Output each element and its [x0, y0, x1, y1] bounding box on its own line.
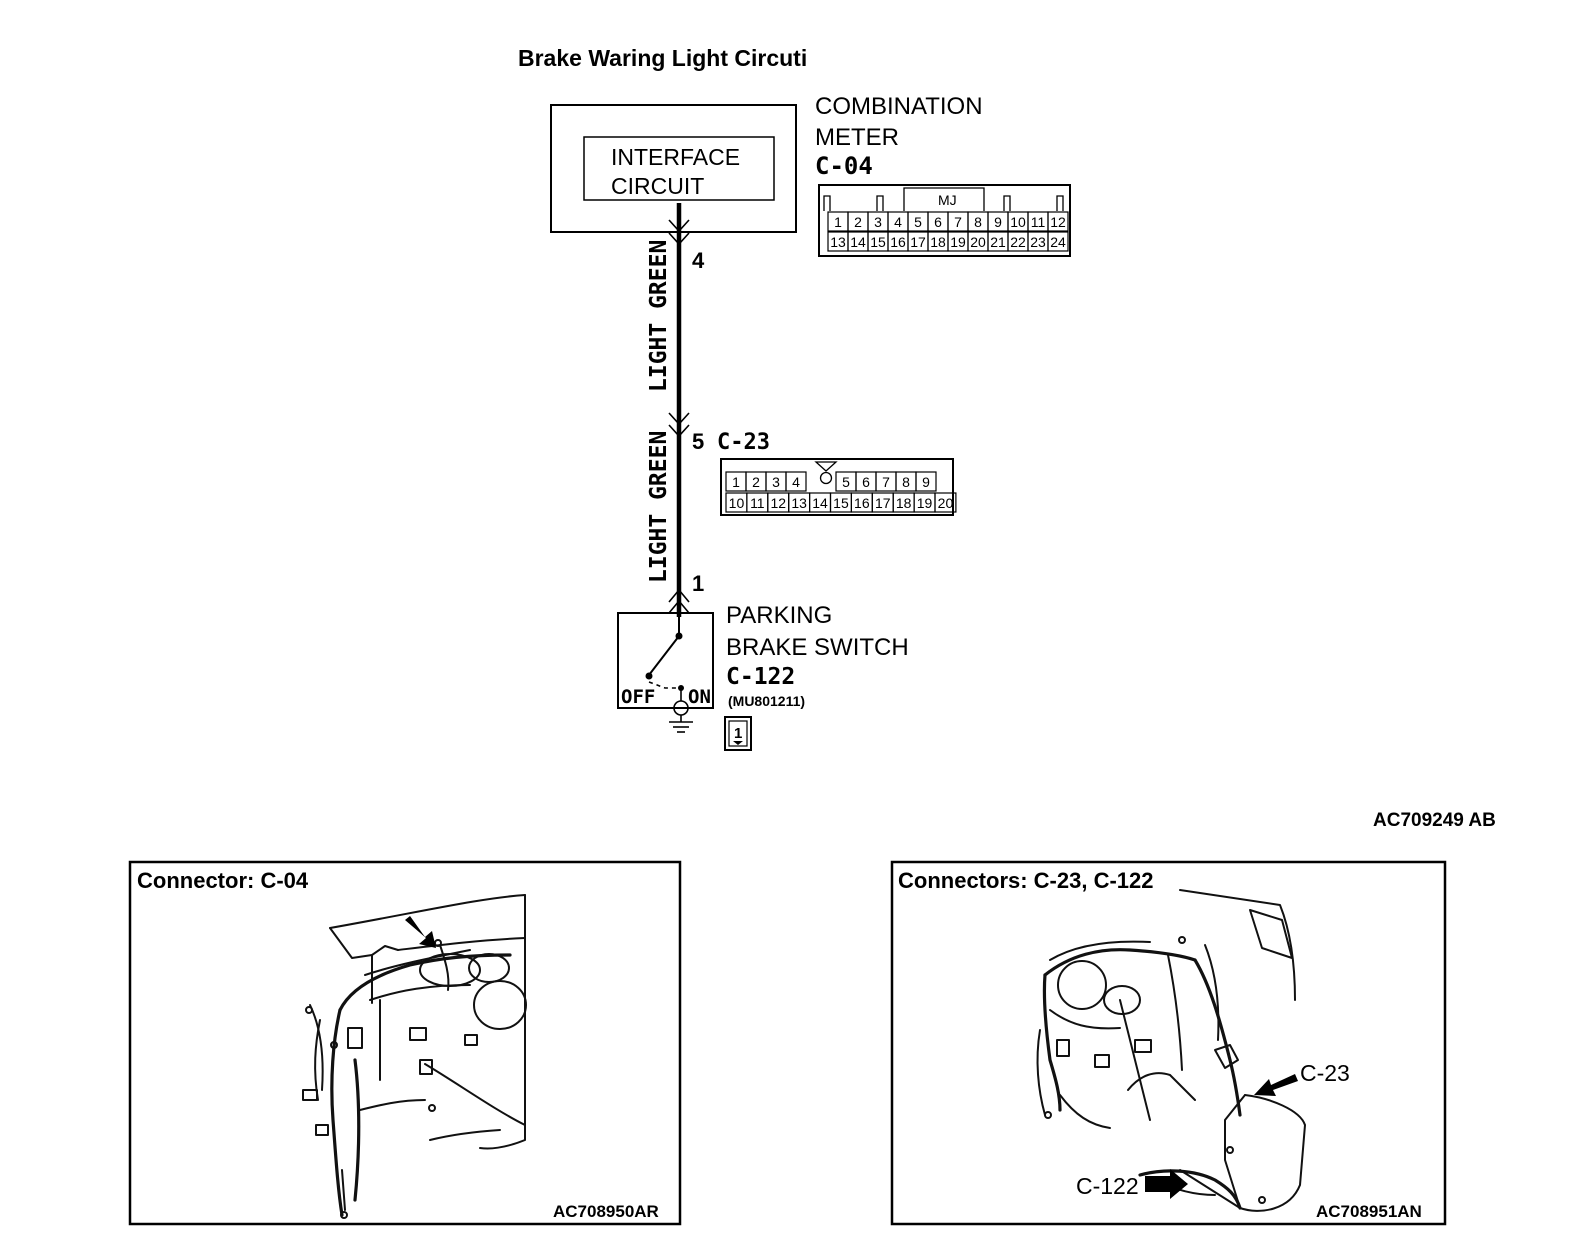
arrow-to-c04	[405, 916, 436, 948]
c04-pin-number: 9	[994, 214, 1002, 230]
pin-5-arrow-marks	[668, 412, 690, 438]
c04-pin-number: 18	[930, 234, 946, 250]
c04-pin-number: 24	[1050, 234, 1066, 250]
c04-pin-number: 15	[870, 234, 886, 250]
c04-pin-number: 13	[830, 234, 846, 250]
pin-1-arrow-marks	[668, 588, 690, 614]
interface-label-line2: CIRCUIT	[611, 173, 704, 199]
label-c23: C-23	[1300, 1060, 1350, 1086]
c04-pin-number: 17	[910, 234, 926, 250]
dashboard-illustration-right	[1036, 889, 1306, 1212]
c23-pin-number: 15	[833, 495, 849, 511]
c04-pin-number: 7	[954, 214, 962, 230]
connector-c04-tag: MJ	[938, 192, 957, 208]
c04-pin-number: 3	[874, 214, 882, 230]
parking-brake-connector-id: C-122	[726, 664, 795, 690]
c23-pin-number: 11	[750, 495, 765, 511]
c23-pin-cell	[934, 492, 957, 513]
panel-c04-frame	[128, 860, 682, 1226]
c04-pin-number: 8	[974, 214, 982, 230]
c23-pin-number: 18	[896, 495, 912, 511]
c23-pin-number: 4	[792, 474, 800, 490]
c04-pin-number: 2	[854, 214, 862, 230]
c04-pin-cell	[1047, 231, 1069, 252]
combination-meter-label-line2: METER	[815, 124, 899, 151]
diagram-title: Brake Waring Light Circuti	[518, 45, 807, 71]
panel-c04-code: AC708950AR	[553, 1202, 659, 1221]
c04-pin-cell	[1047, 211, 1069, 232]
c04-pin-number: 1	[834, 214, 842, 230]
pin-5-label: 5	[692, 429, 704, 454]
wire-lower-color-label: LIGHT GREEN	[646, 431, 672, 583]
c23-pin-number: 12	[770, 495, 786, 511]
c23-pin-number: 13	[791, 495, 807, 511]
c23-pin-number: 1	[732, 474, 740, 490]
c04-pin-number: 21	[990, 234, 1006, 250]
interface-circuit-box	[583, 136, 775, 201]
c04-pin-number: 23	[1030, 234, 1046, 250]
c23-pin-number: 6	[862, 474, 870, 490]
c23-pin-cell	[785, 471, 807, 492]
c23-pin-number: 14	[812, 495, 828, 511]
panel-c04-title: Connector: C-04	[137, 868, 309, 893]
panel-c23-c122-title: Connectors: C-23, C-122	[898, 868, 1154, 893]
c04-pin-number: 11	[1031, 214, 1046, 230]
c23-pin-number: 5	[842, 474, 850, 490]
c04-pin-number: 10	[1010, 214, 1026, 230]
c23-pin-number: 17	[875, 495, 891, 511]
diagram-code: AC709249 AB	[1373, 810, 1496, 831]
switch-off-label: OFF	[621, 686, 655, 708]
combination-meter-connector-id: C-04	[815, 152, 873, 180]
pin-1-label: 1	[692, 571, 704, 596]
c04-pin-number: 22	[1010, 234, 1026, 250]
c04-pin-number: 20	[970, 234, 986, 250]
dashboard-illustration-left	[302, 894, 527, 1219]
pin-4-label: 4	[692, 248, 705, 273]
c23-pin-number: 8	[902, 474, 910, 490]
reference-badge-number: 1	[734, 725, 742, 742]
switch-symbol	[645, 617, 693, 733]
panel-c23-c122-frame	[890, 860, 1447, 1226]
c23-pin-number: 3	[772, 474, 780, 490]
switch-on-label: ON	[688, 686, 711, 708]
c23-pin-number: 16	[854, 495, 870, 511]
reference-badge: 1	[724, 716, 752, 751]
parking-brake-label-line1: PARKING	[726, 602, 832, 629]
combination-meter-label-line1: COMBINATION	[815, 93, 983, 120]
panel-c23-c122-code: AC708951AN	[1316, 1202, 1422, 1221]
c04-pin-number: 4	[894, 214, 902, 230]
c04-pin-number: 16	[890, 234, 906, 250]
arrow-to-c23	[1254, 1074, 1298, 1096]
c23-connector-id: C-23	[717, 430, 770, 455]
c23-pin-number: 19	[917, 495, 933, 511]
c04-pin-number: 5	[914, 214, 922, 230]
c04-pin-number: 14	[850, 234, 866, 250]
label-c122: C-122	[1076, 1173, 1139, 1199]
interface-label-line1: INTERFACE	[611, 144, 740, 170]
c23-pin-cell	[915, 471, 937, 492]
parking-brake-switch-box	[617, 612, 714, 709]
c23-pin-number: 7	[882, 474, 890, 490]
c04-pin-number: 19	[950, 234, 966, 250]
parking-brake-label-line2: BRAKE SWITCH	[726, 634, 909, 661]
pin-4-arrow-marks	[668, 219, 690, 246]
c23-pin-number: 2	[752, 474, 760, 490]
c23-pin-number: 20	[938, 495, 954, 511]
parking-brake-part-number: (MU801211)	[728, 693, 805, 709]
c04-pin-number: 6	[934, 214, 942, 230]
c04-pin-number: 12	[1050, 214, 1066, 230]
arrow-to-c122	[1145, 1169, 1188, 1199]
combination-meter-box	[550, 104, 797, 233]
c23-pin-number: 10	[729, 495, 745, 511]
wire-upper-color-label: LIGHT GREEN	[646, 240, 672, 392]
c23-pin-number: 9	[922, 474, 930, 490]
